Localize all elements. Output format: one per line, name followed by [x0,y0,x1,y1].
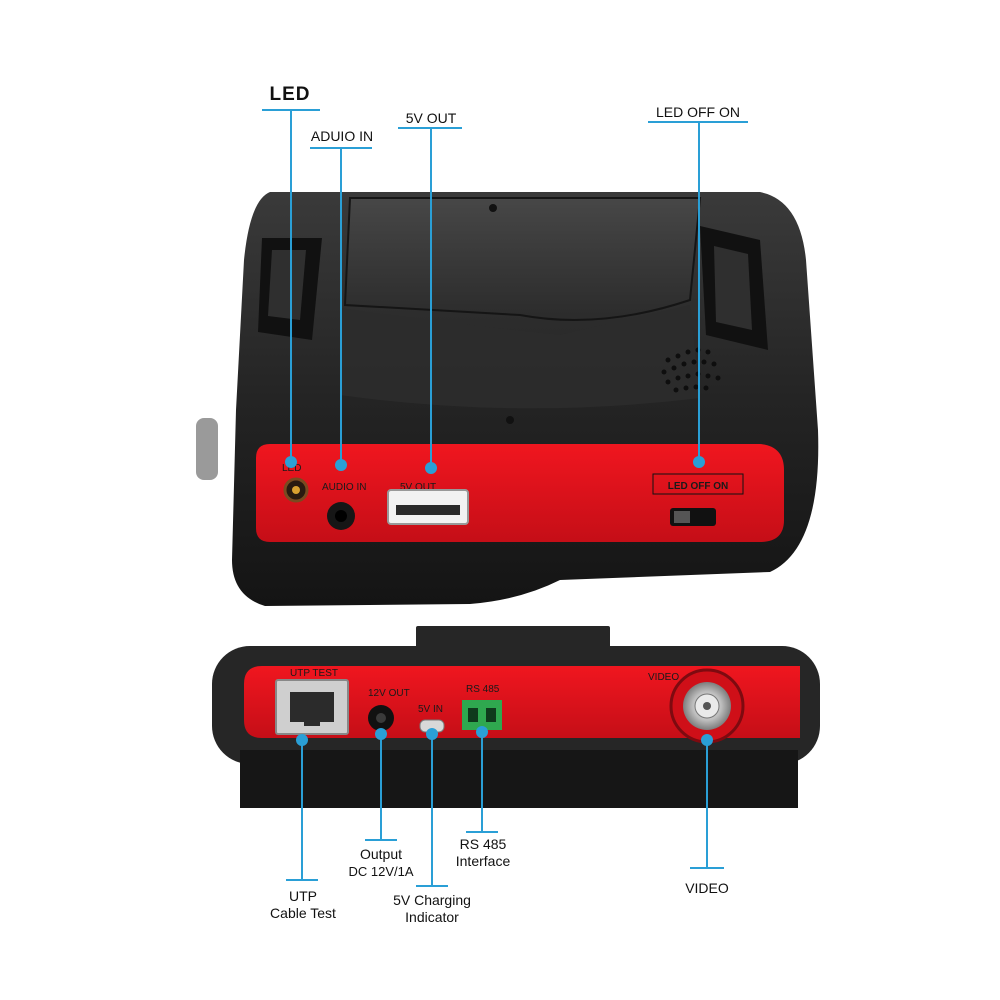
panel-print-utp: UTP TEST [290,668,338,679]
callout-charging: 5V Charging Indicator [384,892,480,926]
panel-print-video: VIDEO [648,672,679,683]
panel-print-switch: LED OFF ON [668,481,729,492]
callout-5v-out: 5V OUT [405,110,457,126]
top-device: LED AUDIO IN 5V OUT LED OFF ON [196,192,819,606]
panel-print-rs485: RS 485 [466,684,500,695]
callout-rs485-line1: RS 485 [459,836,507,852]
switch-label-box [652,473,744,495]
callout-dots [285,456,713,746]
panel-print-12v: 12V OUT [368,688,410,699]
callout-output-line1: Output [359,846,403,862]
bottom-device-base [240,750,798,808]
callout-charging-line1: 5V Charging [393,892,471,908]
panel-print-5v: 5V OUT [400,482,436,493]
callout-audio-in: ADUIO IN [310,128,374,144]
callout-video: VIDEO [685,880,729,896]
panel-print-audio: AUDIO IN [322,482,366,493]
bottom-device: UTP TEST 12V OUT 5V IN RS 485 VIDEO [212,626,820,808]
callout-lines [262,109,748,887]
callout-utp-line2: Cable Test [270,905,336,921]
callout-utp-line1: UTP [289,888,317,904]
callout-output-line2: DC 12V/1A [348,864,414,879]
callout-led-off-on: LED OFF ON [655,104,740,120]
callout-rs485-line2: Interface [455,853,511,869]
side-knob [196,418,218,480]
callout-output: Output DC 12V/1A [340,846,422,880]
panel-print-led: LED [282,463,301,474]
panel-print-5v-in: 5V IN [418,704,443,715]
callout-charging-line2: Indicator [405,909,459,925]
callout-rs485: RS 485 Interface [444,836,522,870]
callout-led: LED [269,84,311,105]
battery-cover [343,197,702,321]
callout-utp: UTP Cable Test [258,888,348,922]
